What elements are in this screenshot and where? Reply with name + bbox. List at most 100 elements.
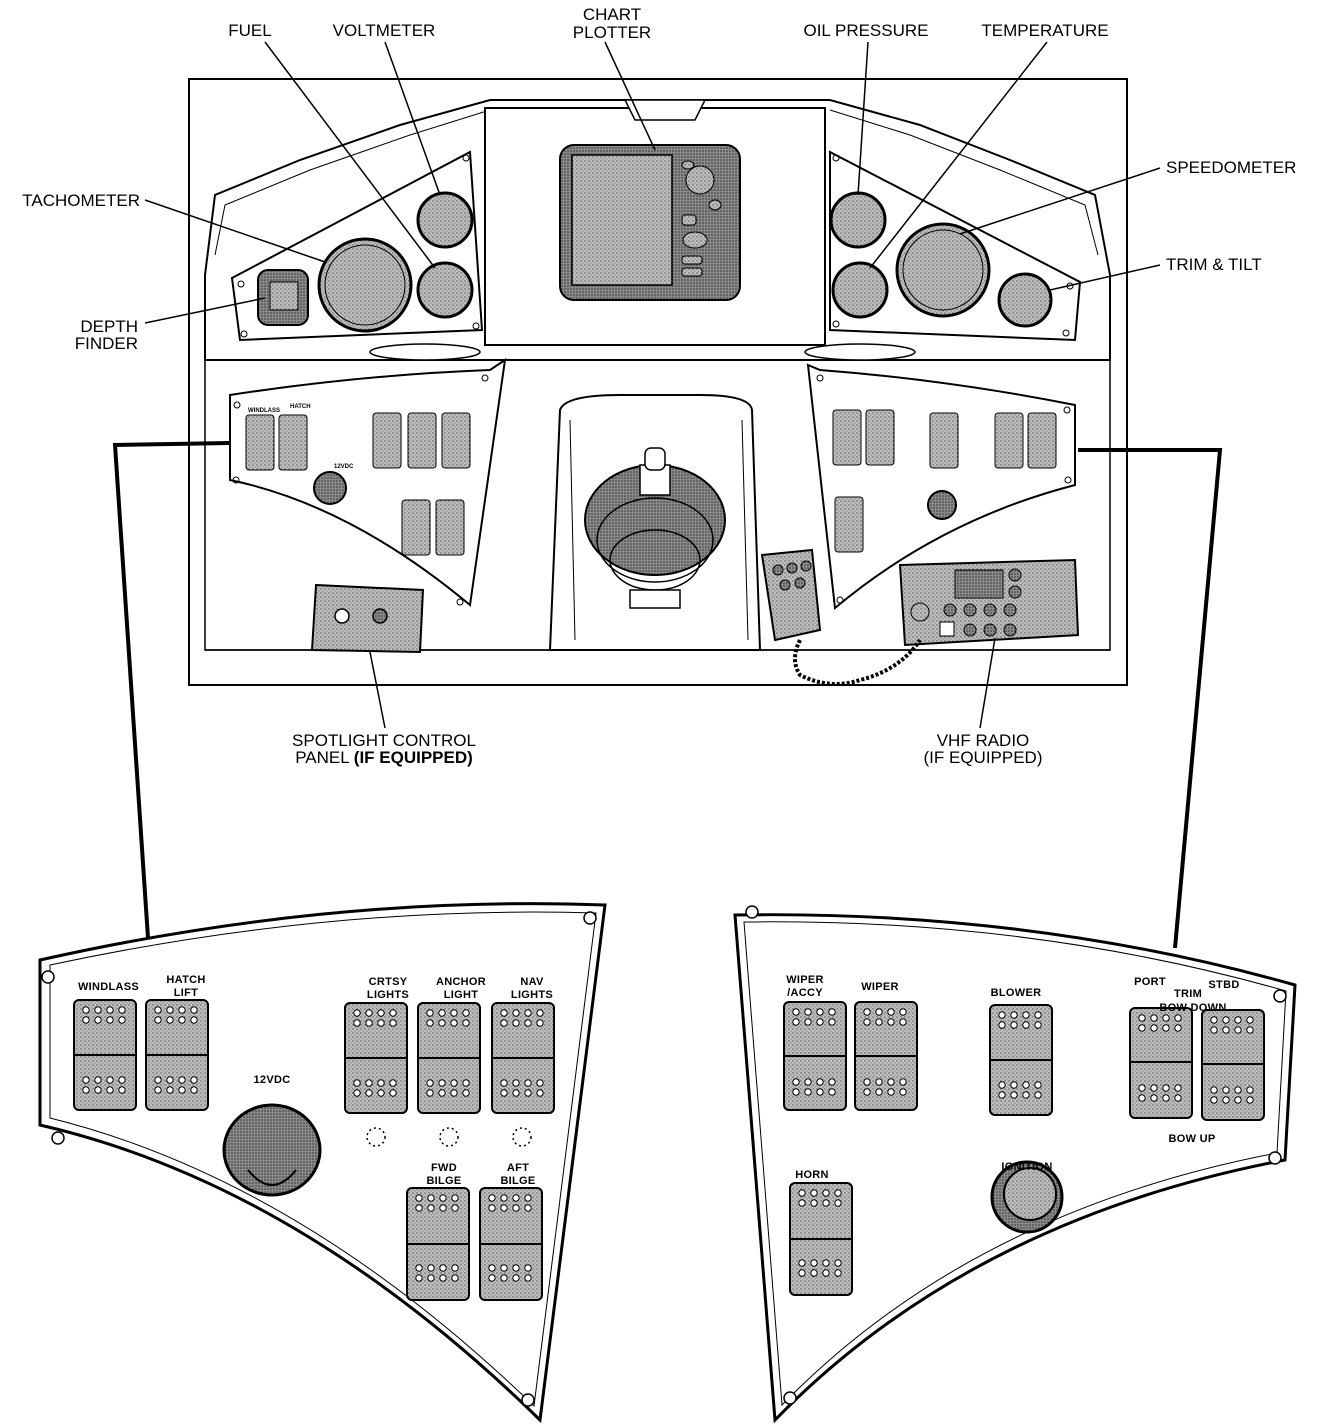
callout-temperature: TEMPERATURE [981,21,1108,40]
label-anchor-line1: ANCHOR [436,976,486,988]
rocker-dot [828,1018,836,1026]
ignition-switch[interactable] [990,1160,1064,1234]
callout-chart-plotter-line2: PLOTTER [573,23,651,42]
rocker-dot [118,1076,126,1084]
rocker-dot [118,1086,126,1094]
right-switch-panel-detail: WIPER /ACCY WIPER BLOWER PORT STBD TRIM … [733,905,1297,1424]
rocker-hatch-lift[interactable] [145,999,209,1111]
rocker-dot [451,1274,459,1282]
rocker-dot [834,1189,842,1197]
rocker-dot [427,1274,435,1282]
rocker-dot [500,1264,508,1272]
rocker-dot [94,1006,102,1014]
rocker-dot [462,1009,470,1017]
rocker-dot [154,1076,162,1084]
rocker-anchor-light[interactable] [417,1002,481,1114]
rocker-dot [1150,1094,1158,1102]
rocker-dot [1150,1084,1158,1092]
label-12vdc: 12VDC [254,1074,291,1086]
rocker-dot [828,1008,836,1016]
callout-chart-plotter-line1: CHART [583,5,641,24]
rocker-dot [438,1089,446,1097]
rocker-dot [365,1079,373,1087]
callout-depth-finder-line2: FINDER [75,334,138,353]
rocker-fwd-bilge[interactable] [406,1187,470,1301]
rocker-dot [190,1086,198,1094]
rocker-dot [810,1189,818,1197]
rocker-dot [178,1086,186,1094]
rocker-dot [816,1018,824,1026]
rocker-dot [154,1016,162,1024]
rocker-trim-stbd[interactable] [1201,1009,1265,1121]
rocker-dot [365,1089,373,1097]
rocker-dot [887,1008,895,1016]
rocker-dot [1222,1086,1230,1094]
rocker-dot [450,1009,458,1017]
rocker-dot [512,1089,520,1097]
label-crtsy-line1: CRTSY [369,976,408,988]
rocker-blower[interactable] [989,1004,1053,1116]
rocker-dot [500,1089,508,1097]
rocker-dot [524,1264,532,1272]
rocker-trim-port[interactable] [1129,1007,1193,1119]
rocker-dot [82,1016,90,1024]
rocker-dot [1022,1091,1030,1099]
rocker-dot [875,1008,883,1016]
rocker-dot [439,1274,447,1282]
rocker-dot [389,1019,397,1027]
rocker-dot [426,1079,434,1087]
rocker-dot [1010,1011,1018,1019]
rocker-dot [1010,1091,1018,1099]
label-port: PORT [1134,976,1166,988]
rocker-dot [94,1016,102,1024]
rocker-dot [524,1019,532,1027]
rocker-dot [1234,1096,1242,1104]
rocker-dot [536,1089,544,1097]
rocker-dot [810,1199,818,1207]
throttle-control [584,447,726,609]
rocker-windlass[interactable] [73,999,137,1111]
label-bow-up: BOW UP [1168,1133,1215,1145]
rocker-dot [94,1076,102,1084]
rocker-dot [451,1204,459,1212]
rocker-dot [166,1006,174,1014]
chart-plotter-unit [559,144,741,301]
callout-vhf-line2: (IF EQUIPPED) [923,748,1042,767]
vhf-microphone [760,548,922,686]
rocker-dot [1234,1026,1242,1034]
label-aft-line2: BILGE [500,1175,535,1187]
rocker-dot [512,1009,520,1017]
rocker-dot [82,1006,90,1014]
rocker-dot [389,1009,397,1017]
callout-speedometer: SPEEDOMETER [1166,158,1296,177]
rocker-dot [792,1088,800,1096]
rocker-dot [1034,1021,1042,1029]
label-ignition: IGNITION [1001,1161,1052,1173]
rocker-dot [1138,1094,1146,1102]
rocker-dot [1034,1081,1042,1089]
rocker-dot [816,1078,824,1086]
rocker-dot [439,1194,447,1202]
rocker-aft-bilge[interactable] [479,1187,543,1301]
rocker-dot [439,1264,447,1272]
rocker-crtsy-lights[interactable] [344,1002,408,1114]
rocker-dot [353,1009,361,1017]
rocker-dot [166,1016,174,1024]
rocker-dot [875,1018,883,1026]
rocker-dot [822,1189,830,1197]
label-nav-line1: NAV [520,976,544,988]
rocker-dot [488,1204,496,1212]
rocker-dot [1034,1091,1042,1099]
rocker-dot [524,1089,532,1097]
rocker-dot [377,1079,385,1087]
callout-voltmeter: VOLTMETER [333,21,436,40]
rocker-horn[interactable] [789,1182,853,1296]
rocker-dot [804,1088,812,1096]
rocker-dot [427,1204,435,1212]
rocker-dot [899,1078,907,1086]
rocker-dot [1246,1016,1254,1024]
rocker-dot [1162,1094,1170,1102]
rocker-nav-lights[interactable] [491,1002,555,1114]
label-blower: BLOWER [991,987,1042,999]
rocker-dot [426,1089,434,1097]
